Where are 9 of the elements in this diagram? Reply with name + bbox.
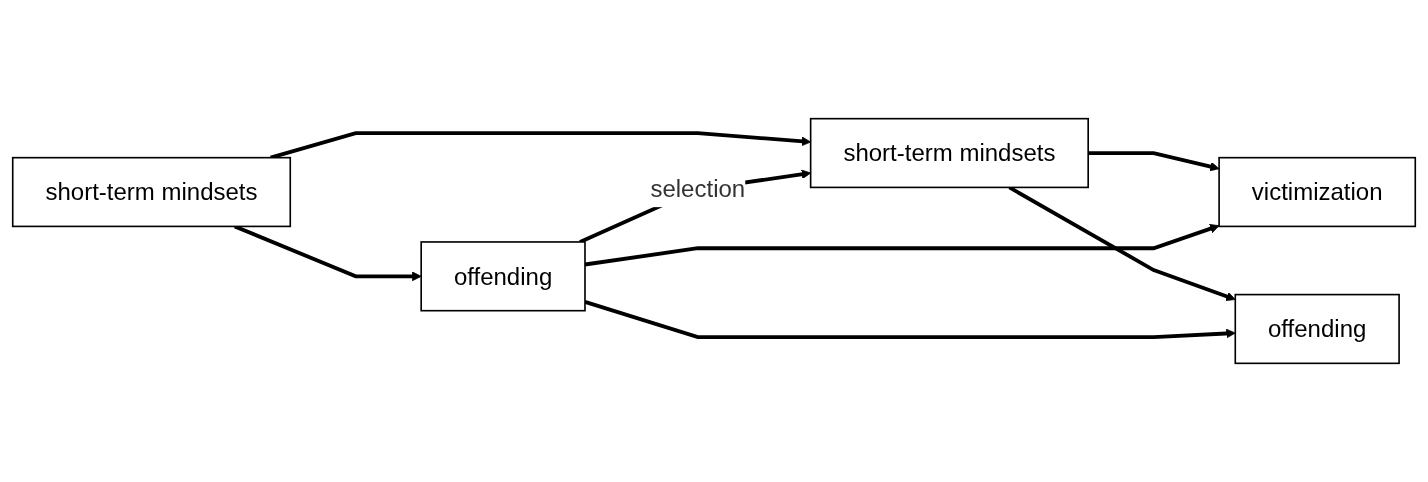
arrow [584,300,1236,340]
node-box: short-term mindsets [11,156,292,228]
arrow [584,224,1220,267]
node-box: short-term mindsets [809,117,1089,189]
node-box: offending [420,241,586,312]
edge-label: selection [650,175,746,203]
node-box: victimization [1218,156,1417,228]
node-box: offending [1234,293,1400,365]
arrow [1088,151,1220,172]
